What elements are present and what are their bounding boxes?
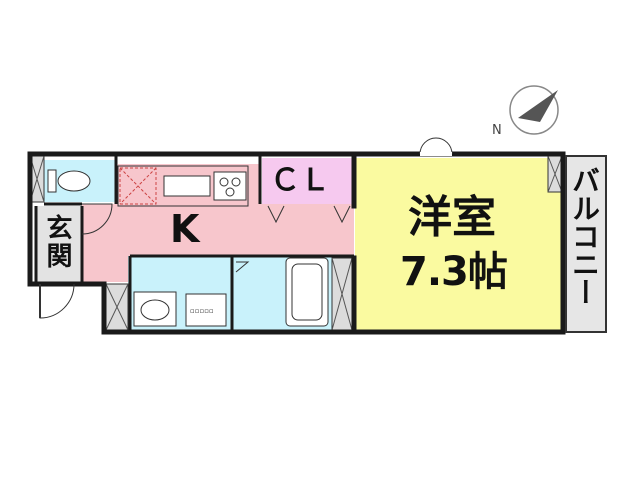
toilet-icon	[57, 170, 91, 192]
washing-machine-space	[185, 293, 227, 327]
toilet-tank	[47, 169, 57, 193]
western-room-area	[355, 158, 563, 330]
svg-text:▫▫▫▫▫: ▫▫▫▫▫	[190, 307, 214, 315]
balcony-area	[566, 156, 606, 332]
top-window	[419, 137, 453, 155]
compass-icon	[509, 85, 559, 135]
washbasin-icon	[133, 291, 177, 327]
balcony-label: バルコニー	[568, 166, 601, 306]
sink-icon	[163, 175, 211, 197]
western-room-size: 7.3帖	[400, 249, 508, 295]
kitchen-corridor-area	[82, 204, 130, 282]
compass-north-label: N	[492, 123, 502, 138]
bathtub-icon	[285, 257, 329, 327]
entrance-door	[39, 283, 75, 319]
stove-icon	[213, 171, 247, 201]
closet-label: ＣＬ	[270, 163, 330, 198]
fridge-space	[119, 167, 157, 205]
western-room-name: 洋室	[408, 192, 496, 243]
kitchen-label: K	[170, 207, 200, 251]
closet-area	[262, 158, 352, 204]
balcony-border	[565, 155, 607, 333]
toilet-door	[81, 203, 113, 235]
entrance-area	[36, 206, 82, 282]
entrance-label: 玄関	[42, 214, 72, 270]
